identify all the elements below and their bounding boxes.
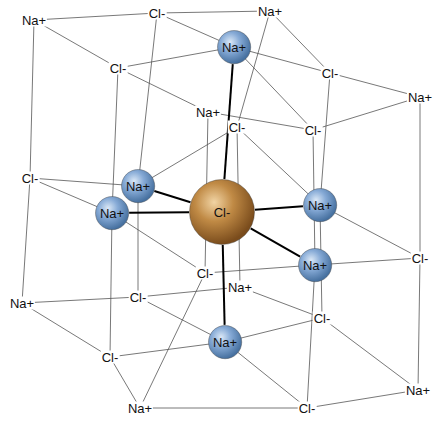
ion-label: Na+	[21, 14, 47, 27]
ion-label: Cl-	[148, 7, 167, 20]
ion-label: Cl-	[411, 252, 430, 265]
ionic-bond	[223, 245, 225, 325]
sphere-body	[298, 248, 331, 281]
sphere-body	[208, 325, 241, 358]
ion-label: Na+	[127, 402, 153, 415]
sphere-body	[217, 30, 250, 63]
ionic-bond	[129, 211, 189, 214]
ion-label: Cl-	[109, 62, 128, 75]
ion-label: Na+	[257, 5, 283, 18]
sphere-body	[121, 169, 154, 202]
ion-label: Na+	[9, 297, 35, 310]
sodium-sphere: Na+	[121, 169, 155, 203]
ion-label: Na+	[195, 106, 221, 119]
ion-label: Cl-	[21, 172, 40, 185]
ion-label: Cl-	[196, 267, 215, 280]
ion-label: Cl-	[228, 121, 247, 134]
ionic-bond	[154, 191, 190, 202]
ion-label: Cl-	[321, 67, 340, 80]
sodium-sphere: Na+	[217, 30, 251, 64]
ion-symbol: Na+	[100, 207, 124, 220]
ion-label: Cl-	[101, 351, 120, 364]
ion-label: Na+	[227, 281, 253, 294]
sodium-sphere: Na+	[95, 196, 129, 230]
ion-symbol: Na+	[213, 336, 237, 349]
sodium-sphere: Na+	[298, 248, 332, 282]
sphere-body	[95, 196, 128, 229]
ion-symbol: Cl-	[214, 206, 231, 219]
cube-edges	[22, 11, 420, 408]
chloride-sphere: Cl-	[189, 179, 255, 245]
ion-label: Cl-	[313, 312, 332, 325]
ion-label: Cl-	[129, 291, 148, 304]
ion-label: Na+	[407, 91, 433, 104]
face-lines	[30, 13, 420, 408]
sphere-body	[303, 188, 336, 221]
ion-label: Cl-	[304, 124, 323, 137]
ion-symbol: Na+	[303, 259, 327, 272]
ionic-bond	[251, 228, 300, 256]
ion-symbol: Na+	[222, 41, 246, 54]
ionic-bond	[255, 206, 303, 209]
ion-symbol: Na+	[308, 199, 332, 212]
ion-label: Cl-	[298, 402, 317, 415]
ion-symbol: Na+	[126, 180, 150, 193]
sodium-sphere: Na+	[208, 325, 242, 359]
ion-label: Na+	[405, 384, 431, 397]
sphere-body	[190, 180, 255, 245]
sodium-sphere: Na+	[303, 188, 337, 222]
